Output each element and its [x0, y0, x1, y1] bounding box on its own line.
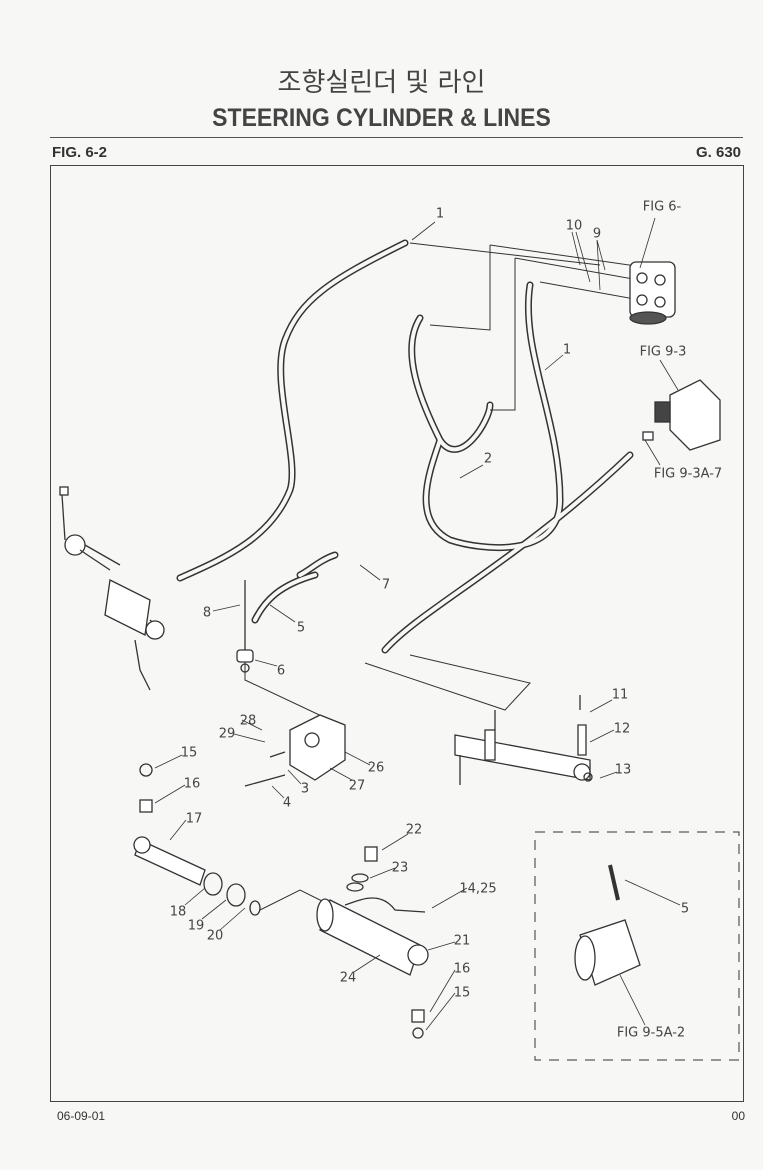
callout-5: 5: [296, 620, 306, 636]
callout-29: 29: [218, 726, 236, 742]
callout-10: 10: [565, 218, 583, 234]
figure-number: FIG. 6-2: [52, 144, 108, 161]
title-korean: 조향실린더 및 라인: [277, 68, 486, 98]
callout-21: 21: [453, 933, 471, 949]
callout-3: 3: [300, 781, 310, 797]
callout-13: 13: [614, 762, 632, 778]
footer-code: 06-09-01: [57, 1109, 106, 1123]
page-title: STEERING CYLINDER & LINES: [212, 104, 551, 132]
callout-22: 22: [405, 822, 423, 838]
hoses: [176, 239, 634, 654]
cylinder-left: [59, 486, 165, 691]
pipe-lines: [244, 242, 651, 911]
callout-15: 15: [180, 745, 198, 761]
callout-1b: 1: [562, 342, 572, 358]
callout-fig-9-3: FIG 9-3: [639, 344, 687, 360]
cylinder-exploded: [133, 763, 429, 1039]
cylinder-right: [454, 695, 593, 785]
callout-20: 20: [206, 928, 224, 944]
callout-7: 7: [381, 577, 391, 593]
flow-divider: [236, 580, 346, 787]
callout-4: 4: [282, 795, 292, 811]
steering-unit: [629, 261, 676, 325]
callout-fig-9-5a-2: FIG 9-5A-2: [616, 1025, 686, 1041]
callout-26: 26: [367, 760, 385, 776]
header-divider: [50, 137, 743, 138]
callout-2: 2: [483, 451, 493, 467]
callout-6: 6: [276, 663, 286, 679]
diagram-frame: [50, 165, 744, 1102]
page-number: 00: [731, 1109, 745, 1123]
callout-18: 18: [169, 904, 187, 920]
pump-inset: [534, 831, 740, 1061]
callout-19: 19: [187, 918, 205, 934]
callout-8: 8: [202, 605, 212, 621]
callout-23: 23: [391, 860, 409, 876]
callout-14-25: 14,25: [459, 881, 497, 897]
callout-fig-9-3a-7: FIG 9-3A-7: [653, 466, 723, 482]
callout-16: 16: [183, 776, 201, 792]
callout-12: 12: [613, 721, 631, 737]
callout-16b: 16: [453, 961, 471, 977]
callout-15b: 15: [453, 985, 471, 1001]
leader-lines: [154, 217, 681, 1031]
model-number: G. 630: [695, 144, 741, 161]
callout-27: 27: [348, 778, 366, 794]
callout-17: 17: [185, 811, 203, 827]
callout-9: 9: [592, 226, 602, 242]
valve-block: [642, 379, 721, 451]
callout-28: 28: [239, 713, 257, 729]
callout-1: 1: [435, 206, 445, 222]
callout-11: 11: [611, 687, 629, 703]
callout-24: 24: [339, 970, 357, 986]
callout-fig-6: FIG 6-: [642, 199, 682, 215]
callout-5b: 5: [680, 901, 690, 917]
